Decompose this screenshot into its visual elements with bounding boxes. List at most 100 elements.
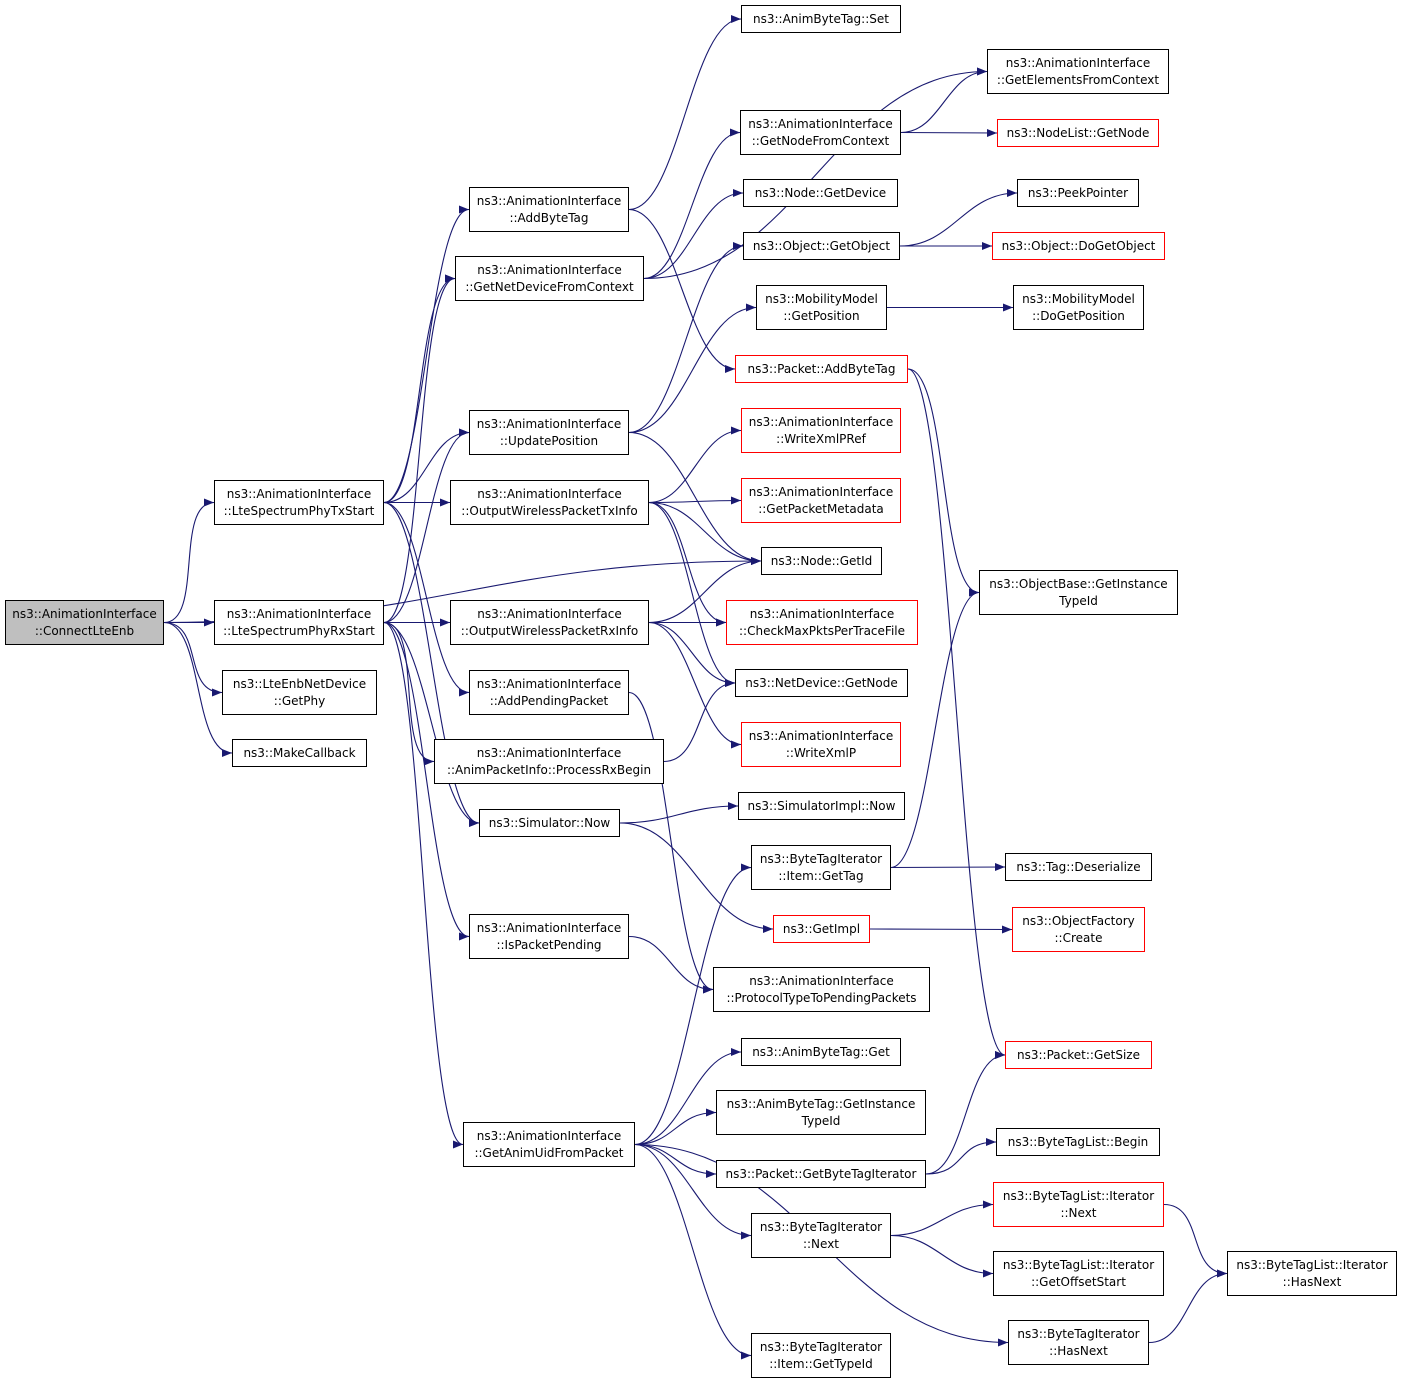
node-output-wireless-packet-rx-info[interactable]: ns3::AnimationInterface ::OutputWireless… xyxy=(450,600,649,645)
node-line: ::HasNext xyxy=(1049,1343,1108,1358)
call-edge xyxy=(648,501,736,687)
call-edge xyxy=(648,501,762,565)
node-line: ns3::AnimationInterface xyxy=(226,486,372,501)
node-line: ns3::PeekPointer xyxy=(1027,185,1129,200)
node-line: ::UpdatePosition xyxy=(499,433,599,448)
node-line: ns3::ObjectFactory xyxy=(1022,913,1135,928)
node-byte-tag-iterator-next[interactable]: ns3::ByteTagIterator ::Next xyxy=(751,1213,891,1258)
node-node-list-get-node[interactable]: ns3::NodeList::GetNode xyxy=(997,119,1159,147)
node-line: ns3::ObjectBase::GetInstance xyxy=(989,576,1168,591)
node-byte-tag-iterator-item-get-tag[interactable]: ns3::ByteTagIterator ::Item::GetTag xyxy=(751,845,891,890)
call-edge xyxy=(383,621,464,1149)
node-line: ::GetNodeFromContext xyxy=(751,133,890,148)
node-lte-enb-net-device-get-phy[interactable]: ns3::LteEnbNetDevice ::GetPhy xyxy=(222,670,377,715)
node-packet-get-byte-tag-iterator[interactable]: ns3::Packet::GetByteTagIterator xyxy=(716,1160,926,1188)
node-add-byte-tag[interactable]: ns3::AnimationInterface ::AddByteTag xyxy=(469,187,629,232)
call-edge xyxy=(628,208,736,373)
node-line: ns3::AnimationInterface xyxy=(476,193,622,208)
node-byte-tag-list-iterator-has-next[interactable]: ns3::ByteTagList::Iterator ::HasNext xyxy=(1227,1251,1397,1296)
node-check-max-pkts-per-trace-file[interactable]: ns3::AnimationInterface ::CheckMaxPktsPe… xyxy=(726,600,918,645)
node-byte-tag-iterator-has-next[interactable]: ns3::ByteTagIterator ::HasNext xyxy=(1008,1320,1149,1365)
node-get-net-device-from-context[interactable]: ns3::AnimationInterface ::GetNetDeviceFr… xyxy=(455,256,644,301)
call-edge xyxy=(890,863,1006,872)
node-lte-spectrum-phy-rx-start[interactable]: ns3::AnimationInterface ::LteSpectrumPhy… xyxy=(214,600,384,645)
node-line: ::WriteXmlPRef xyxy=(776,431,866,446)
node-add-pending-packet[interactable]: ns3::AnimationInterface ::AddPendingPack… xyxy=(469,670,629,715)
node-line: ns3::MobilityModel xyxy=(765,291,878,306)
call-edge xyxy=(643,128,741,280)
node-get-impl[interactable]: ns3::GetImpl xyxy=(773,915,870,943)
node-line: ns3::Object::GetObject xyxy=(752,238,891,253)
node-line: ns3::AnimationInterface xyxy=(477,486,622,501)
node-line: ::ProtocolTypeToPendingPackets xyxy=(726,990,917,1005)
node-is-packet-pending[interactable]: ns3::AnimationInterface ::IsPacketPendin… xyxy=(469,914,629,959)
call-edge xyxy=(890,1200,994,1237)
node-line: ::OutputWirelessPacketRxInfo xyxy=(460,623,639,638)
node-line: TypeId xyxy=(801,1113,841,1128)
node-write-xml-p[interactable]: ns3::AnimationInterface ::WriteXmlP xyxy=(741,722,901,767)
node-line: ns3::AnimByteTag::Get xyxy=(752,1044,890,1059)
node-mobility-model-get-position[interactable]: ns3::MobilityModel ::GetPosition xyxy=(756,285,887,330)
call-edge xyxy=(628,431,762,565)
node-line: ns3::AnimationInterface xyxy=(1005,55,1151,70)
node-net-device-get-node[interactable]: ns3::NetDevice::GetNode xyxy=(735,669,908,697)
node-object-factory-create[interactable]: ns3::ObjectFactory ::Create xyxy=(1012,907,1145,952)
call-edge xyxy=(634,1143,752,1240)
node-get-node-from-context[interactable]: ns3::AnimationInterface ::GetNodeFromCon… xyxy=(740,110,901,155)
node-get-anim-uid-from-packet[interactable]: ns3::AnimationInterface ::GetAnimUidFrom… xyxy=(463,1122,635,1167)
node-peek-pointer[interactable]: ns3::PeekPointer xyxy=(1017,179,1139,207)
node-line: ns3::ByteTagList::Begin xyxy=(1007,1134,1149,1149)
node-byte-tag-list-iterator-get-offset-start[interactable]: ns3::ByteTagList::Iterator ::GetOffsetSt… xyxy=(993,1251,1164,1296)
node-anim-byte-tag-get-instance-type-id[interactable]: ns3::AnimByteTag::GetInstance TypeId xyxy=(716,1090,926,1135)
node-make-callback[interactable]: ns3::MakeCallback xyxy=(232,739,367,767)
node-update-position[interactable]: ns3::AnimationInterface ::UpdatePosition xyxy=(469,410,629,455)
node-write-xml-p-ref[interactable]: ns3::AnimationInterface ::WriteXmlPRef xyxy=(741,408,901,453)
call-edge xyxy=(634,1143,717,1178)
call-edge xyxy=(907,368,1006,1059)
node-anim-byte-tag-get[interactable]: ns3::AnimByteTag::Get xyxy=(741,1038,901,1066)
node-line: ns3::AnimationInterface xyxy=(476,416,622,431)
node-get-elements-from-context[interactable]: ns3::AnimationInterface ::GetElementsFro… xyxy=(987,49,1169,94)
call-edge xyxy=(648,426,742,504)
node-mobility-model-do-get-position[interactable]: ns3::MobilityModel ::DoGetPosition xyxy=(1013,285,1144,330)
node-line: ns3::ByteTagList::Iterator xyxy=(1236,1257,1388,1272)
node-output-wireless-packet-tx-info[interactable]: ns3::AnimationInterface ::OutputWireless… xyxy=(450,480,649,525)
node-node-get-id[interactable]: ns3::Node::GetId xyxy=(761,547,882,575)
node-node-get-device[interactable]: ns3::Node::GetDevice xyxy=(743,179,898,207)
node-line: ::GetPosition xyxy=(783,308,860,323)
node-line: ::HasNext xyxy=(1282,1274,1342,1289)
call-edge xyxy=(634,1108,717,1146)
node-line: ::Create xyxy=(1054,930,1103,945)
node-line: ns3::Simulator::Now xyxy=(488,815,611,830)
node-line: ns3::Node::GetId xyxy=(770,553,873,568)
call-edge xyxy=(648,496,742,505)
call-edge xyxy=(383,428,470,624)
call-edge xyxy=(634,1143,752,1360)
node-packet-get-size[interactable]: ns3::Packet::GetSize xyxy=(1005,1041,1152,1069)
call-edge xyxy=(619,802,739,824)
call-edge xyxy=(619,822,774,933)
node-byte-tag-iterator-item-get-type-id[interactable]: ns3::ByteTagIterator ::Item::GetTypeId xyxy=(751,1333,891,1378)
node-get-packet-metadata[interactable]: ns3::AnimationInterface ::GetPacketMetad… xyxy=(741,478,901,523)
node-protocol-type-to-pending-packets[interactable]: ns3::AnimationInterface ::ProtocolTypeTo… xyxy=(713,967,930,1012)
node-line: ::OutputWirelessPacketTxInfo xyxy=(461,503,638,518)
node-simulator-now[interactable]: ns3::Simulator::Now xyxy=(479,809,620,837)
node-byte-tag-list-begin[interactable]: ns3::ByteTagList::Begin xyxy=(996,1128,1160,1156)
node-tag-deserialize[interactable]: ns3::Tag::Deserialize xyxy=(1005,853,1152,881)
node-object-base-get-instance-type-id[interactable]: ns3::ObjectBase::GetInstance TypeId xyxy=(979,570,1178,615)
node-line: ns3::Tag::Deserialize xyxy=(1016,859,1141,874)
node-packet-add-byte-tag[interactable]: ns3::Packet::AddByteTag xyxy=(735,355,908,383)
call-edge xyxy=(383,274,456,624)
node-lte-spectrum-phy-tx-start[interactable]: ns3::AnimationInterface ::LteSpectrumPhy… xyxy=(214,480,384,525)
node-object-get-object[interactable]: ns3::Object::GetObject xyxy=(743,232,900,260)
call-edge xyxy=(628,303,757,434)
node-process-rx-begin[interactable]: ns3::AnimationInterface ::AnimPacketInfo… xyxy=(434,739,664,784)
node-line: ns3::MobilityModel xyxy=(1022,291,1135,306)
node-anim-byte-tag-set[interactable]: ns3::AnimByteTag::Set xyxy=(741,5,901,33)
node-line: ns3::LteEnbNetDevice xyxy=(232,676,367,691)
node-byte-tag-list-iterator-next[interactable]: ns3::ByteTagList::Iterator ::Next xyxy=(993,1182,1164,1227)
node-simulator-impl-now[interactable]: ns3::SimulatorImpl::Now xyxy=(738,792,905,820)
node-object-do-get-object[interactable]: ns3::Object::DoGetObject xyxy=(992,232,1165,260)
